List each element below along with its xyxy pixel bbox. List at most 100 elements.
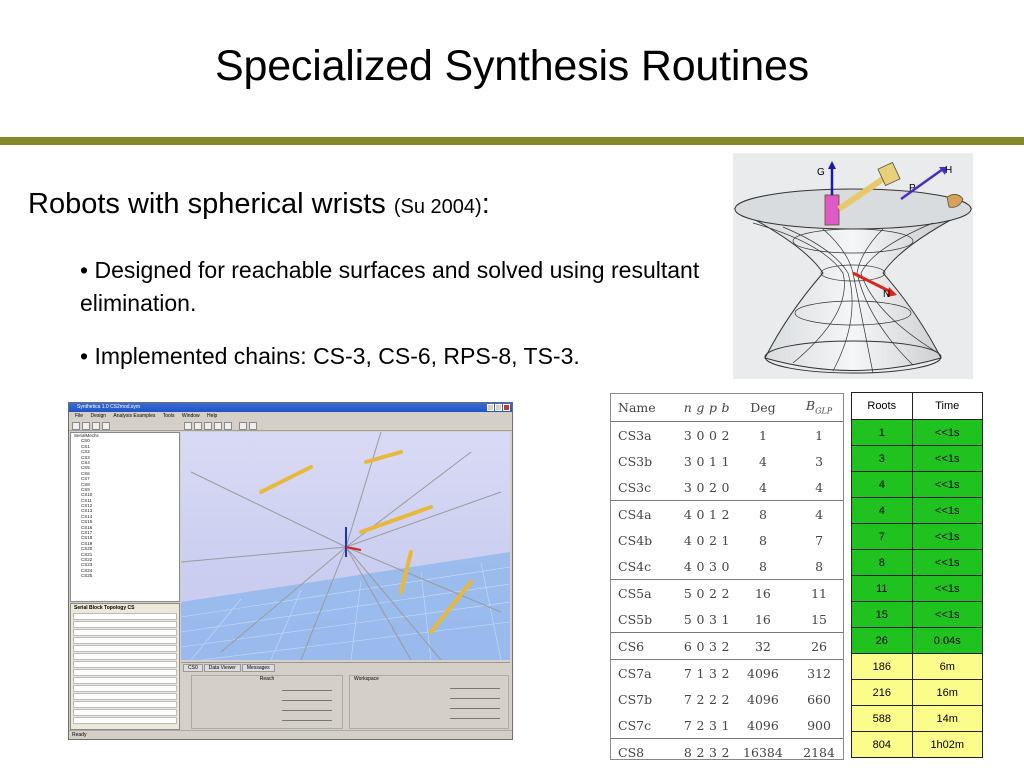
workspace-slider[interactable]: [450, 718, 500, 719]
print-icon[interactable]: [102, 422, 110, 430]
workspace-slider[interactable]: [450, 688, 500, 689]
col-g: g: [694, 393, 707, 422]
reach-slider[interactable]: [282, 710, 332, 711]
param-row[interactable]: [73, 669, 177, 676]
menu-analysis-examples[interactable]: Analysis Examples: [113, 413, 156, 419]
tree-item[interactable]: CS24: [81, 567, 93, 573]
menu-window[interactable]: Window: [181, 413, 200, 419]
tree-item[interactable]: CS6: [81, 470, 90, 476]
roots-time-row: 15<<1s: [851, 601, 984, 628]
table-cell: 4: [794, 500, 844, 527]
tree-item[interactable]: CS15: [81, 519, 93, 525]
heading-colon: :: [481, 188, 490, 220]
roots-time-row: 7<<1s: [851, 523, 984, 550]
open-icon[interactable]: [82, 422, 90, 430]
table-cell: 2: [719, 632, 732, 660]
param-row[interactable]: [73, 685, 177, 692]
tab-cs0[interactable]: CS0: [183, 664, 203, 672]
tab-data-viewer[interactable]: Data Viewer: [203, 664, 241, 672]
play-icon[interactable]: [204, 422, 212, 430]
maximize-icon[interactable]: [495, 404, 502, 411]
tree-item[interactable]: CS3: [81, 454, 90, 460]
3d-viewport[interactable]: [181, 432, 510, 660]
tree-item[interactable]: CS5: [81, 465, 90, 471]
tree-item[interactable]: CS25: [81, 573, 93, 579]
workspace-slider[interactable]: [450, 708, 500, 709]
software-screenshot: Synthetica 1.0 CS2mod.sym File Design An…: [68, 402, 513, 740]
reach-slider[interactable]: [282, 700, 332, 701]
tree-item[interactable]: CS23: [81, 562, 93, 568]
param-row[interactable]: [73, 637, 177, 644]
rotate-icon[interactable]: [249, 422, 257, 430]
param-row[interactable]: [73, 645, 177, 652]
param-row[interactable]: [73, 629, 177, 636]
tree-item[interactable]: CS17: [81, 530, 93, 536]
time-cell: <<1s: [911, 523, 984, 550]
label-h: H: [945, 165, 952, 176]
table-cell: 3: [683, 427, 692, 443]
end-icon[interactable]: [224, 422, 232, 430]
tree-item[interactable]: CS16: [81, 524, 93, 530]
tree-item[interactable]: CS20: [81, 546, 93, 552]
menu-help[interactable]: Help: [207, 413, 218, 419]
param-row[interactable]: [73, 677, 177, 684]
table-cell: 3: [706, 659, 720, 686]
workspace-slider[interactable]: [450, 698, 500, 699]
back-icon[interactable]: [194, 422, 202, 430]
tree-item[interactable]: CS2: [81, 449, 90, 455]
tree-item[interactable]: CS1: [81, 443, 90, 449]
table-cell: 4096: [747, 691, 779, 707]
tree-item[interactable]: CS21: [81, 551, 93, 557]
topology-label: Serial Block Topology CS: [74, 605, 135, 611]
title-divider: [0, 137, 1024, 145]
table-cell: 2: [708, 691, 717, 707]
tree-item[interactable]: CS13: [81, 508, 93, 514]
tree-item[interactable]: CS22: [81, 556, 93, 562]
forward-icon[interactable]: [214, 422, 222, 430]
param-row[interactable]: [73, 717, 177, 724]
param-row[interactable]: [73, 709, 177, 716]
param-row[interactable]: [73, 693, 177, 700]
table-cell: 1: [706, 500, 720, 527]
time-cell: 6m: [911, 653, 984, 680]
zoom-icon[interactable]: [239, 422, 247, 430]
param-row[interactable]: [73, 621, 177, 628]
col-bglp: BGLP: [794, 393, 844, 422]
tree-item[interactable]: CS8: [81, 481, 90, 487]
table-cell: 3: [683, 453, 692, 469]
rewind-icon[interactable]: [184, 422, 192, 430]
menu-file[interactable]: File: [75, 413, 84, 419]
col-n: n: [681, 393, 695, 422]
tree-item[interactable]: CS9: [81, 486, 90, 492]
tree-item[interactable]: CS18: [81, 535, 93, 541]
reach-slider[interactable]: [282, 690, 332, 691]
tab-messages[interactable]: Messages: [241, 664, 275, 672]
tree-item[interactable]: CS4: [81, 459, 90, 465]
tree-item[interactable]: CS10: [81, 492, 93, 498]
tree-item[interactable]: CS19: [81, 540, 93, 546]
param-row[interactable]: [73, 653, 177, 660]
param-row[interactable]: [73, 613, 177, 620]
roots-time-row: 8<<1s: [851, 549, 984, 576]
close-icon[interactable]: [503, 404, 510, 411]
reach-slider[interactable]: [282, 720, 332, 721]
table-cell: 5: [681, 579, 695, 606]
table-cell: 7: [681, 659, 695, 686]
tree-item[interactable]: CS7: [81, 476, 90, 482]
tree-item[interactable]: CS0: [81, 438, 90, 444]
menu-tools[interactable]: Tools: [162, 413, 175, 419]
new-icon[interactable]: [72, 422, 80, 430]
param-row[interactable]: [73, 661, 177, 668]
workspace-group: Workspace: [349, 675, 509, 729]
save-icon[interactable]: [92, 422, 100, 430]
menu-design[interactable]: Design: [90, 413, 107, 419]
minimize-icon[interactable]: [487, 404, 494, 411]
tree-item[interactable]: CS11: [81, 497, 92, 503]
param-row[interactable]: [73, 701, 177, 708]
tree-root[interactable]: SerialMechs: [74, 433, 99, 438]
tree-item[interactable]: CS14: [81, 513, 93, 519]
tree-item[interactable]: CS12: [81, 503, 93, 509]
